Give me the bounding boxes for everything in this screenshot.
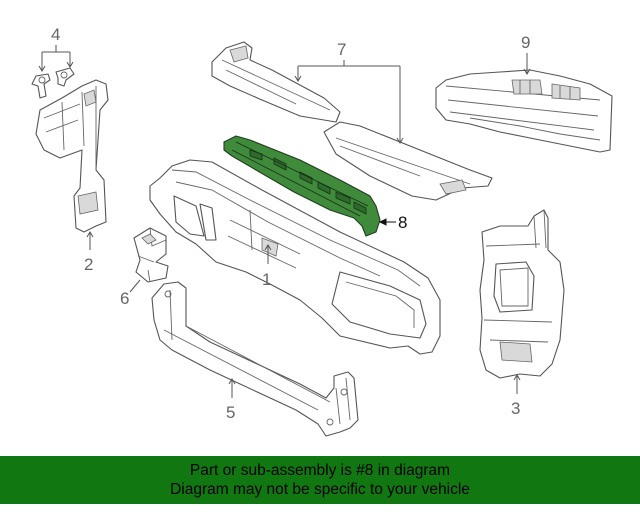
callout-6-label: 6 xyxy=(120,289,129,308)
callout-3-label: 3 xyxy=(511,399,520,418)
callout-5-label: 5 xyxy=(226,403,235,422)
part-3-side-baffle[interactable] xyxy=(479,209,565,379)
info-banner: Part or sub-assembly is #8 in diagram Di… xyxy=(0,456,640,504)
parts-diagram: 4 2 6 5 xyxy=(31,25,613,437)
part-5-lower-tie-bar[interactable] xyxy=(151,281,359,437)
part-6-bracket[interactable] xyxy=(133,227,169,283)
callout-2-label: 2 xyxy=(84,255,93,274)
callout-5: 5 xyxy=(226,378,235,422)
part-7-air-deflectors[interactable] xyxy=(211,41,493,201)
callout-9-label: 9 xyxy=(521,33,530,52)
callout-3: 3 xyxy=(511,374,520,418)
callout-2: 2 xyxy=(84,231,93,274)
banner-line-1: Part or sub-assembly is #8 in diagram xyxy=(189,462,451,479)
part-1-radiator-support[interactable] xyxy=(149,159,441,355)
part-9-upper-shield[interactable] xyxy=(435,69,613,153)
callout-7-label: 7 xyxy=(337,40,346,59)
part-8-reinforcement-highlighted[interactable] xyxy=(223,135,381,237)
callout-7: 7 xyxy=(294,40,404,144)
callout-1-label: 1 xyxy=(262,270,271,289)
callout-6: 6 xyxy=(120,279,141,308)
banner-line-2: Diagram may not be specific to your vehi… xyxy=(170,481,470,498)
callout-9: 9 xyxy=(521,33,530,75)
callout-4-label: 4 xyxy=(51,25,60,44)
callout-1: 1 xyxy=(262,244,271,289)
callout-8-label: 8 xyxy=(398,213,407,232)
callout-4: 4 xyxy=(38,25,74,72)
part-4-clips[interactable] xyxy=(31,67,75,99)
callout-8: 8 xyxy=(378,213,407,232)
part-2-side-deflector[interactable] xyxy=(35,79,109,233)
